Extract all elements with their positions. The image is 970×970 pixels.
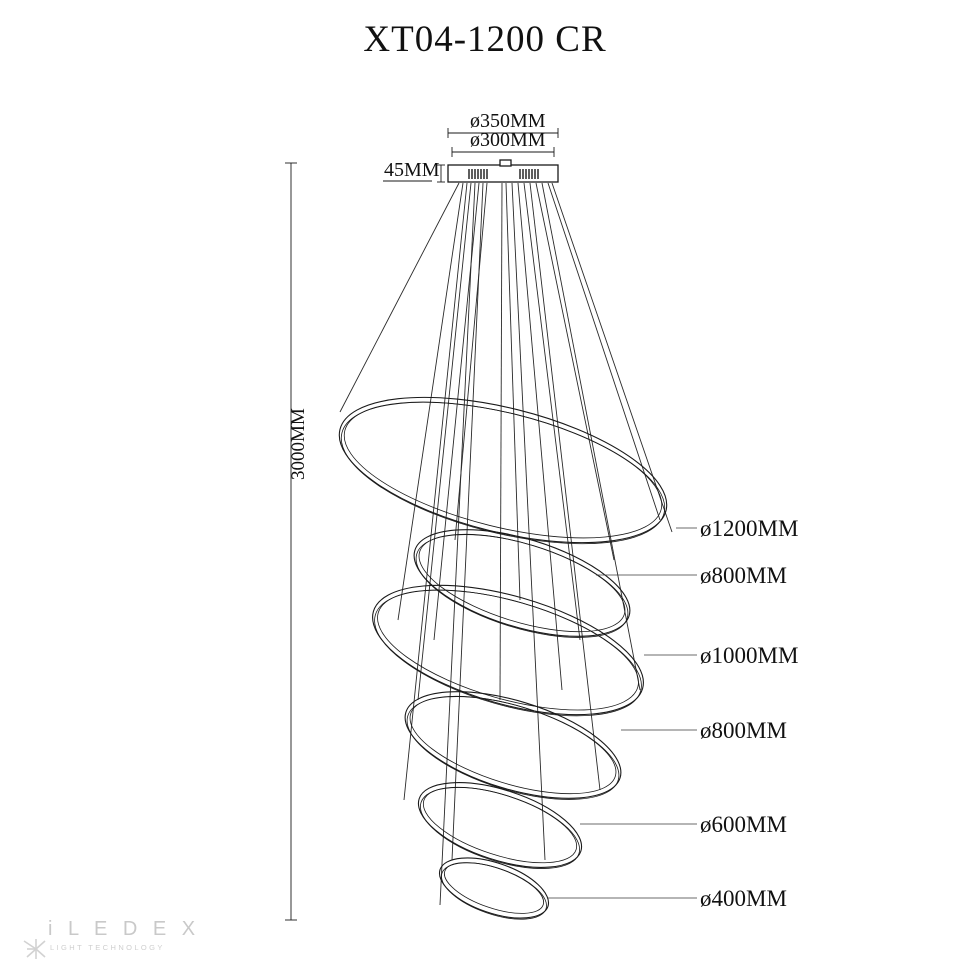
page-title: XT04-1200 CR [363, 19, 607, 60]
brand-watermark: i L E D E X LIGHT TECHNOLOGY [18, 918, 195, 966]
brand-tagline: LIGHT TECHNOLOGY [50, 943, 165, 952]
ring-label-400: ø400MM [700, 886, 787, 911]
ceiling-canopy [447, 159, 559, 183]
overall-height-dimension [285, 162, 297, 921]
canopy-outer-diameter-dimension [447, 128, 559, 138]
canopy-vent-right [519, 169, 539, 179]
suspension-wires [339, 182, 673, 906]
ring-label-800-upper: ø800MM [700, 563, 787, 588]
canopy-vent-left [468, 169, 488, 179]
ring-label-1200: ø1200MM [700, 516, 799, 541]
led-ring-1000 [372, 584, 644, 717]
canopy-inner-diameter-label: ø300MM [470, 129, 546, 151]
canopy-height-dimension [383, 164, 445, 183]
ring-label-1000: ø1000MM [700, 643, 799, 668]
led-ring-1200 [338, 396, 668, 545]
canopy-height-label: 45MM [384, 159, 440, 181]
starburst-icon [23, 939, 46, 959]
canopy-outer-diameter-label: ø350MM [470, 110, 546, 132]
ring-leader-lines [548, 527, 697, 899]
ring-label-600: ø600MM [700, 812, 787, 837]
brand-name: i L E D E X [48, 918, 201, 940]
led-ring-600 [417, 782, 583, 869]
led-ring-400 [438, 857, 550, 920]
overall-height-label: 3000MM [288, 408, 309, 480]
ring-label-800-lower: ø800MM [700, 718, 787, 743]
led-ring-800-upper [413, 529, 631, 638]
canopy-inner-diameter-dimension [451, 147, 555, 157]
